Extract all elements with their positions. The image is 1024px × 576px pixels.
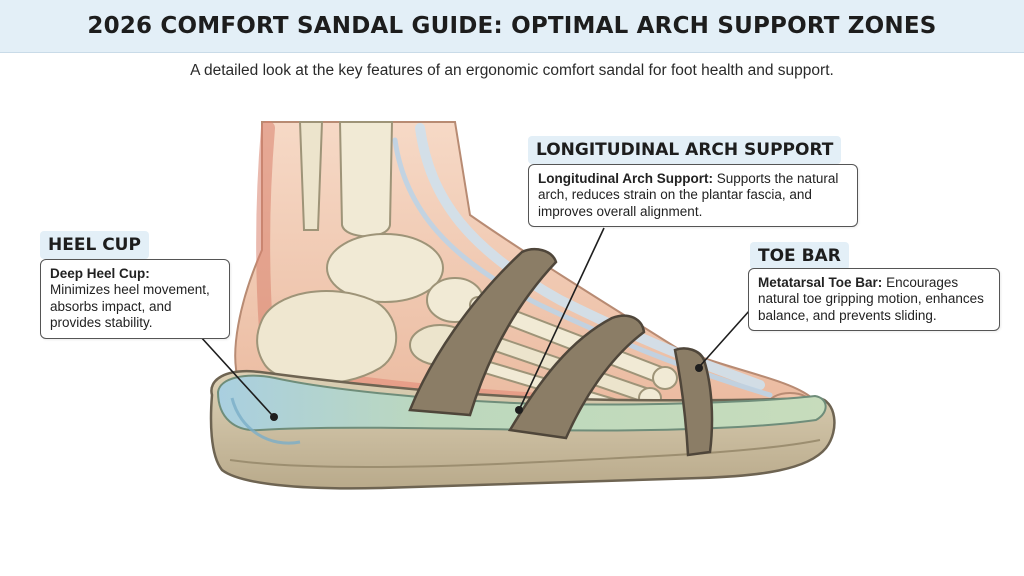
arch-support-leader-line xyxy=(519,227,605,409)
heel-cup-description-box: Deep Heel Cup: Minimizes heel movement, … xyxy=(40,259,230,339)
arch-support-description: Supports the natural arch, reduces strai… xyxy=(538,171,839,219)
arch-support-term: Longitudinal Arch Support: xyxy=(538,171,713,186)
toe-bar-description-box: Metatarsal Toe Bar: Encourages natural t… xyxy=(748,268,1000,332)
achilles-tendon xyxy=(256,121,275,337)
arch-support-description-box: Longitudinal Arch Support: Supports the … xyxy=(528,164,858,228)
talus-bone xyxy=(326,233,444,303)
heel-cup-leader-line xyxy=(199,335,273,416)
toe-bar-strap xyxy=(673,347,714,457)
heel-cup-contour xyxy=(230,397,301,445)
toe-bar-leader-line xyxy=(699,309,751,367)
toe-bar-leader-dot xyxy=(695,364,703,372)
arch-support-leader-dot xyxy=(515,406,523,414)
fibula-bone xyxy=(298,121,324,231)
sandal-footbed xyxy=(216,374,827,432)
heel-cup-leader-dot xyxy=(270,413,278,421)
strap-upper xyxy=(408,248,558,417)
arch-support-tag: LONGITUDINAL ARCH SUPPORT xyxy=(528,136,842,164)
toe-bar-term: Metatarsal Toe Bar: xyxy=(758,275,883,290)
heel-cup-description: Minimizes heel movement, absorbs impact,… xyxy=(50,282,210,331)
page-title: 2026 COMFORT SANDAL GUIDE: OPTIMAL ARCH … xyxy=(87,13,937,39)
strap-middle xyxy=(507,314,646,440)
toe-bar-tag: TOE BAR xyxy=(750,242,849,270)
subtitle: A detailed look at the key features of a… xyxy=(190,62,834,79)
sole-groove xyxy=(229,439,821,468)
tibia-bone xyxy=(338,121,394,238)
heel-cup-term: Deep Heel Cup: xyxy=(50,266,150,281)
toe-bar-description: Encourages natural toe gripping motion, … xyxy=(758,275,984,323)
title-bar: 2026 COMFORT SANDAL GUIDE: OPTIMAL ARCH … xyxy=(0,0,1024,53)
calcaneus-bone xyxy=(256,289,398,385)
heel-cup-tag: HEEL CUP xyxy=(40,231,149,259)
joint-bone xyxy=(652,366,678,390)
